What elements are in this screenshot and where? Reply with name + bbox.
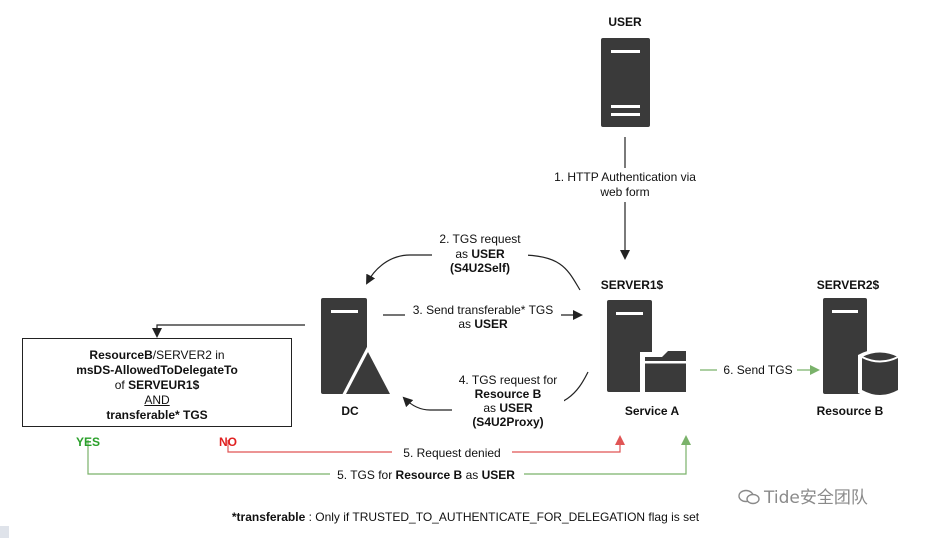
- step2-label-line3: (S4U2Self): [450, 261, 510, 275]
- step4-label-line1: 4. TGS request for: [459, 373, 558, 387]
- step5-tgs-label: 5. TGS for Resource B as USER: [337, 468, 515, 482]
- step1-label-line1: 1. HTTP Authentication via: [554, 170, 696, 184]
- corner-mark: [0, 526, 9, 538]
- step2-label-line2: as USER: [455, 247, 505, 261]
- server2-label: Resource B: [817, 404, 884, 418]
- server1-title: SERVER1$: [601, 278, 664, 292]
- step4-label-line2: Resource B: [475, 387, 542, 401]
- footnote: *transferable : Only if TRUSTED_TO_AUTHE…: [231, 510, 700, 524]
- condition-line1: ResourceB/SERVER2 in: [89, 348, 225, 362]
- yes-branch-label: YES: [76, 435, 100, 449]
- database-icon: [858, 349, 902, 399]
- user-server-icon: [601, 38, 650, 127]
- step3-label-line1: 3. Send transferable* TGS: [413, 303, 554, 317]
- no-branch-label: NO: [219, 435, 237, 449]
- condition-line4: AND: [144, 393, 170, 407]
- server2-server-icon: [823, 298, 867, 394]
- step4-label-line4: (S4U2Proxy): [472, 415, 543, 429]
- condition-line2: msDS-AllowedToDelegateTo: [76, 363, 238, 377]
- step1-label-line2: web form: [599, 185, 649, 199]
- folder-icon: [640, 346, 690, 395]
- step2-label-line1: 2. TGS request: [439, 232, 521, 246]
- condition-box: ResourceB/SERVER2 in msDS-AllowedToDeleg…: [22, 338, 292, 427]
- server1-label: Service A: [625, 404, 680, 418]
- step5-denied-label: 5. Request denied: [403, 446, 500, 460]
- server2-title: SERVER2$: [817, 278, 880, 292]
- condition-line3: of SERVEUR1$: [114, 378, 200, 392]
- step4-label-line3: as USER: [483, 401, 533, 415]
- dc-label: DC: [341, 404, 359, 418]
- condition-line5: transferable* TGS: [106, 408, 208, 422]
- wechat-icon: [738, 489, 760, 505]
- arrow-dc-to-condition: [152, 324, 305, 338]
- step6-label: 6. Send TGS: [723, 363, 792, 377]
- dc-server-icon: [321, 298, 395, 397]
- user-title: USER: [608, 15, 642, 29]
- watermark-text: Tide安全团队: [764, 488, 868, 508]
- watermark: Tide安全团队: [738, 483, 868, 508]
- step3-label-line2: as USER: [458, 317, 508, 331]
